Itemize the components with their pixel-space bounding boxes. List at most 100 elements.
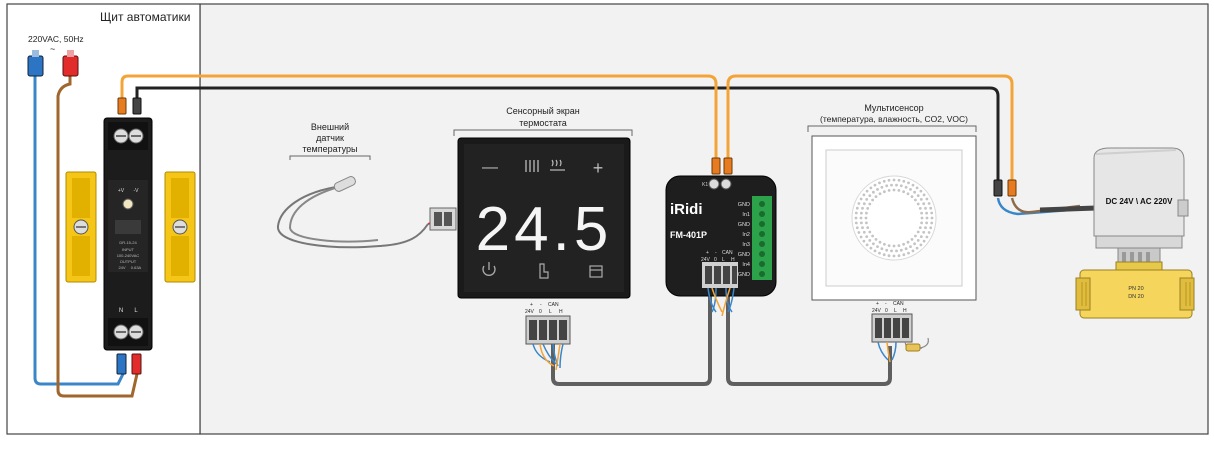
grille-dot	[885, 248, 889, 252]
module-term-l: L	[722, 257, 725, 263]
grille-dot	[878, 192, 882, 196]
grille-dot	[871, 198, 874, 202]
module-input-8: GND	[738, 272, 750, 278]
grille-dot	[920, 211, 923, 215]
grille-dot	[899, 184, 903, 188]
thermostat-label-line-2: термостата	[519, 118, 567, 128]
grille-dot	[892, 178, 896, 182]
grille-dot	[924, 206, 927, 210]
actuator-orange-ferrule	[1007, 179, 1017, 197]
grille-dot	[882, 179, 886, 183]
module-terminal-wires	[707, 287, 735, 313]
valve-pressure-label: PN 20	[1128, 286, 1143, 292]
radiator-icon	[525, 160, 539, 172]
grille-dot	[929, 206, 933, 210]
module-input-3: GND	[738, 222, 750, 228]
grille-dot	[918, 226, 922, 230]
grille-dot	[924, 226, 927, 230]
power-icon[interactable]	[482, 262, 496, 276]
grille-dot	[864, 216, 868, 220]
multisensor-term-0: 0	[885, 308, 888, 314]
grille-dot	[859, 197, 863, 201]
grille-dot	[866, 207, 870, 210]
thermostat-terminal-wires	[532, 343, 564, 369]
grille-dot	[925, 235, 929, 239]
actuator-blue-lead	[996, 197, 1071, 216]
orange-wire	[120, 74, 718, 160]
grille-dot	[882, 253, 886, 257]
psu-spec-6: 0.63A	[131, 265, 142, 270]
grille-dot	[914, 198, 917, 202]
grille-dot	[872, 242, 875, 246]
din-bracket-right	[164, 171, 196, 283]
grille-dot	[871, 234, 874, 238]
multisensor-term-can: CAN	[893, 301, 904, 307]
power-label: 220VAC, 50Hz	[28, 34, 84, 44]
grille-dot	[909, 188, 912, 191]
module-term-can: CAN	[722, 250, 733, 256]
grille-dot	[865, 235, 869, 239]
grille-dot	[904, 247, 908, 251]
grille-dot	[876, 245, 879, 249]
grille-dot	[887, 189, 891, 192]
grille-dot	[906, 240, 910, 244]
power-supply-unit	[103, 117, 153, 351]
grille-dot	[872, 190, 875, 194]
black-wire	[135, 86, 1000, 182]
grille-dot	[859, 235, 863, 239]
calendar-icon[interactable]	[589, 265, 603, 278]
orange-wire-2	[726, 74, 1014, 182]
power-tilde: ~	[50, 44, 55, 54]
multisensor-terminal-wires	[877, 341, 897, 361]
multisensor-term-l: L	[894, 308, 897, 314]
hand-icon[interactable]	[539, 263, 549, 279]
grille-dot	[914, 234, 917, 238]
grille-dot	[873, 249, 877, 253]
panel-title: Щит автоматики	[100, 10, 190, 24]
thermostat-bracket	[453, 129, 633, 136]
grille-dot	[868, 230, 872, 234]
grille-dot	[865, 221, 868, 225]
module-input-1: GND	[738, 202, 750, 208]
grille-dot	[897, 254, 901, 258]
grille-dot	[855, 206, 859, 210]
multisensor-bracket	[807, 125, 977, 132]
grille-dot	[897, 244, 901, 248]
termination-resistor	[904, 337, 929, 352]
grille-dot	[861, 226, 864, 230]
grille-dot	[885, 184, 889, 188]
grille-dot	[876, 188, 879, 191]
multisensor-term-minus: -	[885, 301, 887, 307]
grille-dot	[883, 242, 886, 246]
multisensor-grille	[854, 178, 934, 258]
module-input-6: GND	[738, 252, 750, 258]
thermostat-label-line-1: Сенсорный экран	[506, 106, 580, 116]
module-term-h: H	[731, 257, 735, 263]
grille-dot	[880, 185, 884, 189]
grille-dot	[907, 181, 910, 185]
mains-blue-plug	[27, 50, 44, 77]
grille-dot	[883, 190, 886, 194]
grille-dot	[866, 226, 870, 230]
grille-dot	[895, 183, 898, 187]
thermostat-term-h: H	[559, 309, 563, 315]
grille-dot	[860, 221, 863, 225]
grille-dot	[910, 238, 914, 241]
actuator-cable	[1039, 205, 1097, 213]
grille-dot	[907, 251, 910, 255]
grille-dot	[911, 249, 915, 253]
grille-dot	[869, 186, 873, 190]
module-input-5: In3	[742, 242, 750, 248]
module-input-4: In2	[742, 232, 750, 238]
psu-terminal-bottom-2: L	[134, 308, 138, 314]
grille-dot	[874, 238, 878, 241]
psu-spec-2: INPUT	[122, 247, 135, 252]
thermostat-minus-icon[interactable]: —	[482, 159, 498, 176]
actuator-brown-lead	[1010, 197, 1081, 214]
grille-dot	[865, 211, 868, 215]
grille-dot	[862, 202, 866, 206]
grille-dot	[887, 244, 891, 248]
thermostat-plus-icon[interactable]: +	[593, 158, 604, 178]
grille-dot	[873, 183, 877, 187]
